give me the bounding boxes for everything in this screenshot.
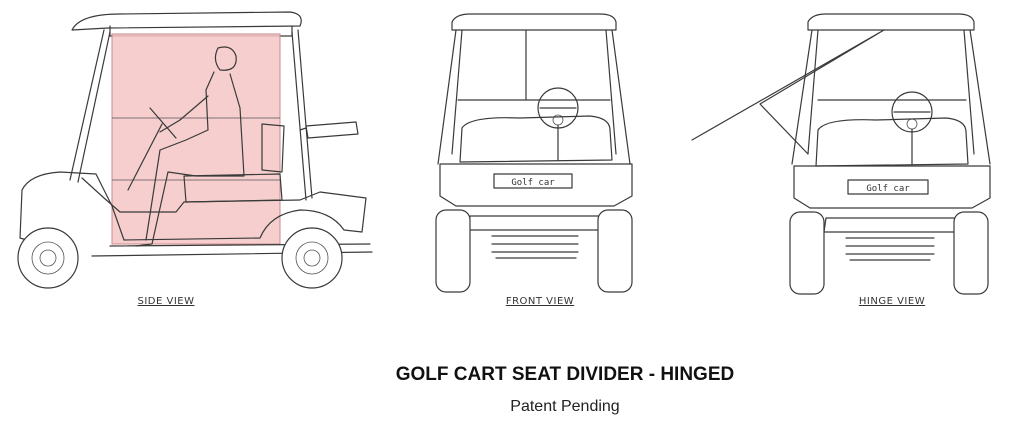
hinge-seat (815, 117, 969, 167)
side-rear-rack (299, 121, 359, 139)
divider-panel-side (111, 33, 281, 245)
side-front-strut (69, 29, 111, 183)
side-rear-wheel (281, 227, 343, 289)
hinge-roof (807, 13, 975, 31)
front-seat (459, 115, 613, 163)
hinged-divider-raised (691, 29, 885, 155)
side-steering-wheel (127, 107, 177, 191)
hinge-left-wheel (789, 211, 825, 295)
patent-drawing: Golf car Golf car (17, 11, 991, 295)
hinge-body (793, 165, 991, 209)
front-left-wheel (435, 209, 471, 293)
hinge-view-cart: Golf car (691, 13, 991, 295)
front-right-wheel (597, 209, 633, 293)
seated-person (135, 46, 245, 247)
diagram-title: GOLF CART SEAT DIVIDER - HINGED (395, 364, 735, 385)
front-badge-text: Golf car (511, 178, 555, 188)
side-view-label: SIDE VIEW (137, 296, 195, 307)
front-view-cart: Golf car (435, 13, 633, 293)
hinge-dash-badge (847, 179, 929, 195)
front-roof (451, 13, 617, 31)
front-view-label: FRONT VIEW (505, 296, 575, 307)
hinge-right-wheel (953, 211, 989, 295)
side-rear-strut (291, 29, 313, 201)
front-dash-badge (493, 173, 573, 189)
hinge-badge-text: Golf car (866, 184, 910, 194)
side-view-cart (17, 11, 373, 289)
patent-pending-note: Patent Pending (510, 398, 620, 415)
side-body (21, 171, 367, 241)
front-bumper (467, 215, 605, 259)
front-body (439, 163, 633, 207)
side-roof (71, 11, 302, 31)
hinge-view-label: HINGE VIEW (858, 296, 926, 307)
side-front-wheel (17, 227, 79, 289)
hinge-bumper (823, 217, 961, 261)
